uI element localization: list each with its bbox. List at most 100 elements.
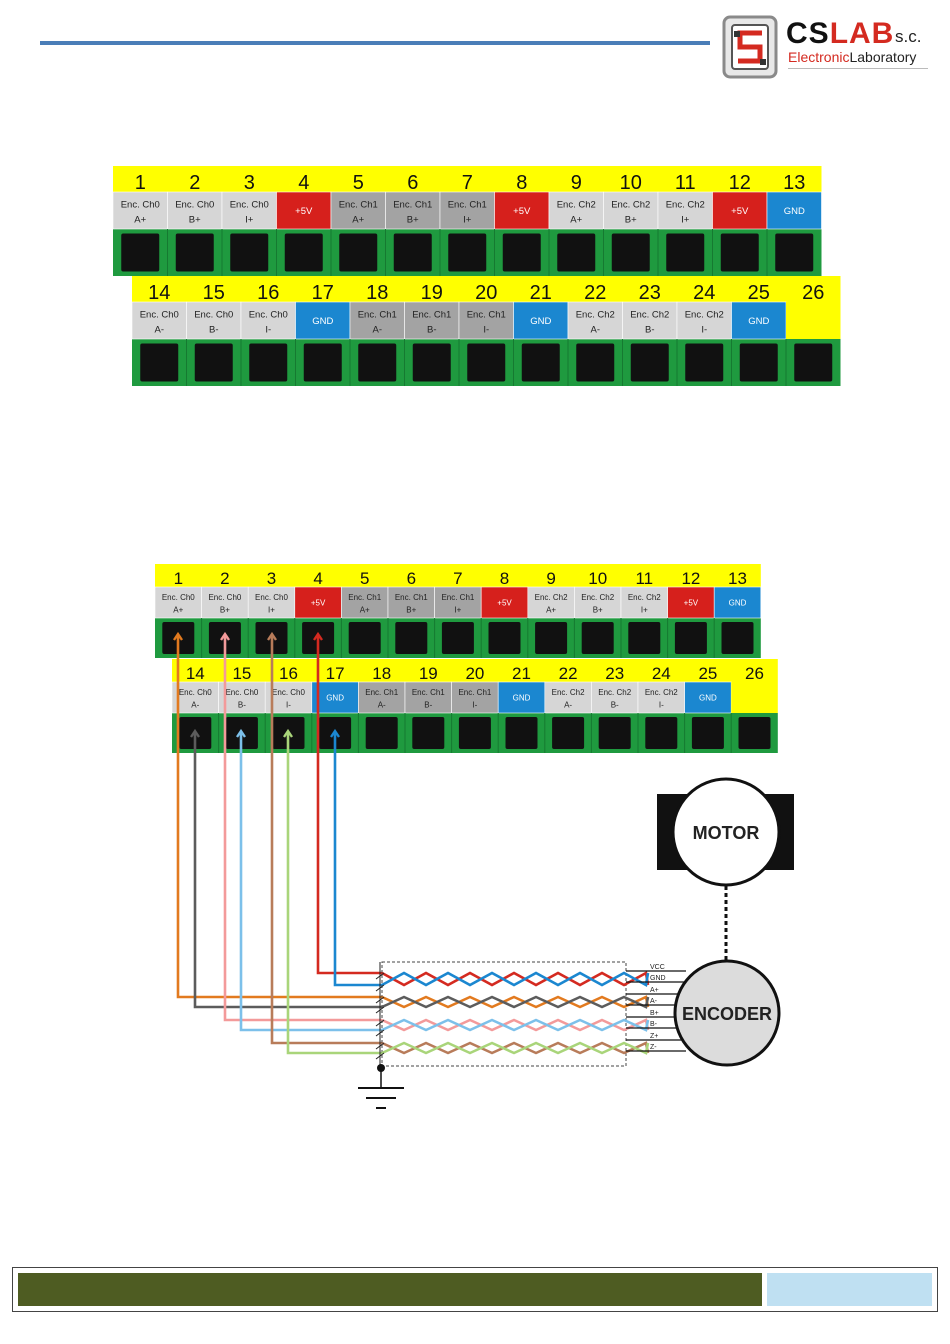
wire-ch0-b-minus-arrow	[236, 728, 246, 738]
c1-bottom-terminal-socket	[794, 343, 833, 382]
c2-bottom-terminal-socket	[505, 717, 538, 749]
c2-bottom-pin-label: GND	[513, 694, 531, 703]
c2-bottom-pin-label-box	[591, 681, 639, 714]
c1-top-pin-label: Enc. Ch0	[230, 200, 269, 211]
c1-top-pin-label: Enc. Ch1	[393, 200, 432, 211]
c1-bottom-pin-label: Enc. Ch2	[630, 310, 669, 321]
wire-ch0-i-minus	[286, 731, 382, 1055]
pair-a-b	[381, 995, 650, 1009]
c1-top-pin-label-box	[657, 191, 713, 230]
c1-top-pin-label: B+	[407, 214, 419, 225]
c2-top-terminal-socket	[535, 622, 568, 654]
c1-top-terminal-socket	[666, 233, 705, 272]
footer-bar	[12, 1267, 938, 1312]
c2-top-terminal-socket	[441, 622, 474, 654]
c2-bottom-pin-number: 18	[372, 664, 391, 683]
c1-top-pin-number: 8	[516, 172, 527, 194]
c2-top-pin-number: 6	[407, 569, 416, 588]
wire-gnd	[333, 731, 382, 987]
c2-bottom-pin-number: 26	[745, 664, 764, 683]
c2-bottom-terminal-socket	[738, 717, 771, 749]
pair-b-b	[381, 1018, 650, 1032]
c1-bottom-pin-label: Enc. Ch2	[685, 310, 724, 321]
c2-top-pin-label-box	[434, 586, 482, 619]
cslab-logo-icon	[722, 15, 778, 79]
c1-top-pin-label: A+	[570, 214, 582, 225]
c1-top-pin-label-box	[439, 191, 495, 230]
c1-top-pin-label-box	[385, 191, 441, 230]
wire-ch0-i-minus-arrow	[283, 728, 293, 738]
c1-bottom-pin-label: GND	[748, 316, 769, 327]
c2-bottom-pin-label: I-	[286, 700, 291, 709]
c1-top-terminal-socket	[775, 233, 814, 272]
c2-bottom-pin-label-box	[544, 681, 592, 714]
c1-top-pin-label-box	[221, 191, 277, 230]
c2-bottom-pin-label: GND	[699, 694, 717, 703]
c1-top-pin-label: I+	[245, 214, 254, 225]
c2-top-pin-label-box	[247, 586, 296, 619]
c2-bottom-pin-number: 19	[419, 664, 438, 683]
logo-tagline: ElectronicLaboratory	[788, 49, 917, 65]
c1-top-pin-number: 4	[298, 172, 309, 194]
wire-ch0-i-plus-arrow	[267, 631, 277, 641]
c2-bottom-pin-number: 20	[465, 664, 484, 683]
wire-plus-5v-arrow	[313, 631, 323, 641]
motor-label: MOTOR	[693, 823, 760, 843]
c2-bottom-number-strip	[172, 659, 778, 682]
c1-top-pin-number: 2	[189, 172, 200, 194]
wire-ch0-b-plus-arrow	[220, 631, 230, 641]
c1-top-pin-label-box	[330, 191, 386, 230]
c2-top-pin-label: I+	[641, 605, 648, 614]
c1-bottom-pin-label: Enc. Ch0	[194, 310, 233, 321]
encoder-pin-label: GND	[650, 975, 666, 982]
c1-top-pin-number: 6	[407, 172, 418, 194]
c2-top-pin-number: 2	[220, 569, 229, 588]
c1-bottom-pin-label-box	[240, 301, 296, 340]
c2-top-pin-number: 11	[635, 569, 653, 588]
pair-z-b	[381, 1041, 650, 1055]
c2-bottom-pin-number: 15	[232, 664, 251, 683]
c1-bottom-pin-number: 15	[203, 282, 225, 304]
c1-top-pin-label: GND	[784, 206, 805, 217]
c1-bottom-pin-label-box	[295, 301, 351, 340]
wire-ch0-a-plus-arrow	[173, 631, 183, 641]
c2-bottom-pin-label: Enc. Ch0	[179, 688, 212, 697]
c2-top-pin-number: 3	[267, 569, 276, 588]
c2-bottom-pin-label: Enc. Ch1	[365, 688, 398, 697]
c1-top-pin-label: I+	[463, 214, 472, 225]
c2-bottom-pin-number: 21	[512, 664, 531, 683]
c1-bottom-pin-number: 23	[639, 282, 661, 304]
c1-bottom-terminal-socket	[249, 343, 288, 382]
c2-top-pin-label: Enc. Ch2	[628, 593, 661, 602]
c1-top-pin-label-box	[766, 191, 822, 230]
c1-bottom-terminal-socket	[194, 343, 233, 382]
c1-bottom-terminal-socket	[467, 343, 506, 382]
c2-top-pin-label-box	[527, 586, 575, 619]
c1-bottom-pin-label-box	[786, 302, 841, 339]
c1-bottom-pin-label-box	[186, 301, 242, 340]
c2-top-pin-label: Enc. Ch0	[162, 593, 195, 602]
c1-bottom-pin-label: GND	[312, 316, 333, 327]
c2-top-terminal-socket	[488, 622, 521, 654]
c2-top-pin-label: Enc. Ch2	[535, 593, 568, 602]
c1-bottom-pin-label: B-	[427, 324, 437, 335]
wire-ch0-a-minus-arrow	[190, 728, 200, 738]
wire-gnd-arrow	[330, 728, 340, 738]
c2-top-pin-label: Enc. Ch0	[255, 593, 288, 602]
c2-bottom-terminal-socket	[645, 717, 678, 749]
c1-bottom-terminal-socket	[303, 343, 342, 382]
c1-top-pin-label: Enc. Ch2	[557, 200, 596, 211]
c2-bottom-pin-label-box	[404, 681, 452, 714]
c1-bottom-pin-label: B-	[645, 324, 655, 335]
c1-top-terminal-socket	[339, 233, 378, 272]
c1-top-terminal-socket	[448, 233, 487, 272]
c1-top-terminal-socket	[175, 233, 214, 272]
c1-bottom-pin-label-box	[404, 301, 460, 340]
c2-top-pin-number: 12	[681, 569, 700, 588]
c1-top-pin-label-box	[603, 191, 659, 230]
c1-top-terminal-socket	[393, 233, 432, 272]
c1-bottom-terminal-socket	[576, 343, 615, 382]
c1-bottom-pin-label: Enc. Ch1	[358, 310, 397, 321]
encoder-circle	[673, 959, 781, 1067]
